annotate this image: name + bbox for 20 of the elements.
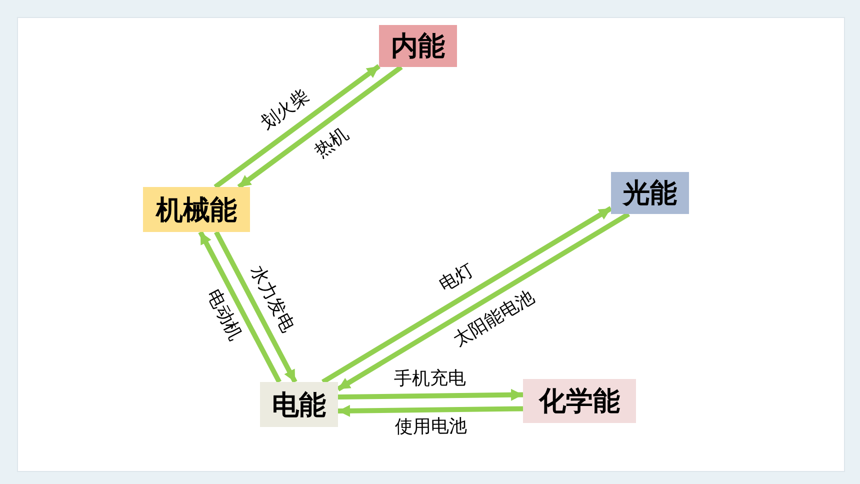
- energy-box: 光能: [611, 172, 689, 214]
- energy-box: 电能: [260, 382, 338, 427]
- arrow: [237, 65, 403, 189]
- edge-label: 划火柴: [258, 86, 313, 134]
- edge-label: 水力发电: [246, 262, 298, 336]
- arrow: [336, 212, 630, 392]
- arrow: [214, 230, 298, 384]
- edge-label: 热机: [312, 124, 352, 162]
- energy-box: 化学能: [523, 379, 636, 423]
- energy-box: 内能: [379, 25, 457, 67]
- edge-label: 电动机: [202, 286, 246, 344]
- arrow: [338, 404, 524, 417]
- arrow: [198, 230, 282, 384]
- arrow: [214, 64, 380, 190]
- arrow: [321, 206, 612, 384]
- edge-label: 电灯: [436, 260, 478, 296]
- edge-label: 手机充电: [394, 368, 466, 390]
- edge-label: 使用电池: [394, 416, 467, 438]
- energy-box: 机械能: [143, 187, 250, 232]
- arrow: [338, 388, 524, 401]
